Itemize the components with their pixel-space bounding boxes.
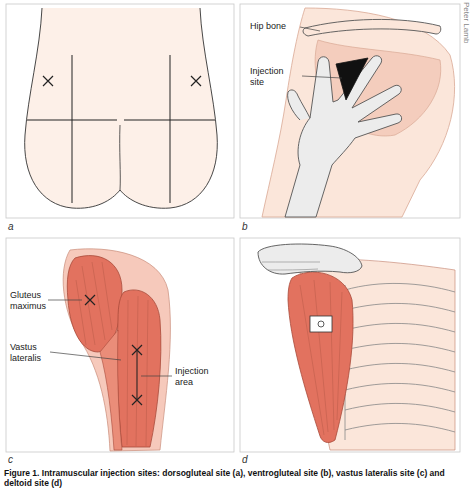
panel-letter: a	[8, 222, 14, 233]
figure-caption: Figure 1. Intramuscular injection sites:…	[4, 468, 468, 488]
panel-letter: c	[8, 455, 13, 466]
watermark: Peter Lamb	[461, 2, 472, 43]
part-label: Injection area	[175, 366, 225, 387]
thigh-figure	[48, 249, 172, 451]
panel-frame	[240, 4, 460, 218]
part-label: Hip bone	[250, 21, 300, 32]
muscle-label: Vastus lateralis	[10, 342, 50, 363]
hip-figure	[262, 8, 455, 217]
panel-frame	[6, 238, 234, 452]
panel-letter: d	[242, 455, 248, 466]
buttocks-figure	[25, 8, 218, 208]
panel-letter: b	[242, 222, 248, 233]
shoulder-figure	[258, 244, 455, 450]
part-label: Injection site	[250, 66, 300, 87]
panel-frame	[240, 238, 460, 452]
panel-frame	[6, 4, 234, 218]
muscle-label: Gluteus maximus	[10, 290, 48, 311]
